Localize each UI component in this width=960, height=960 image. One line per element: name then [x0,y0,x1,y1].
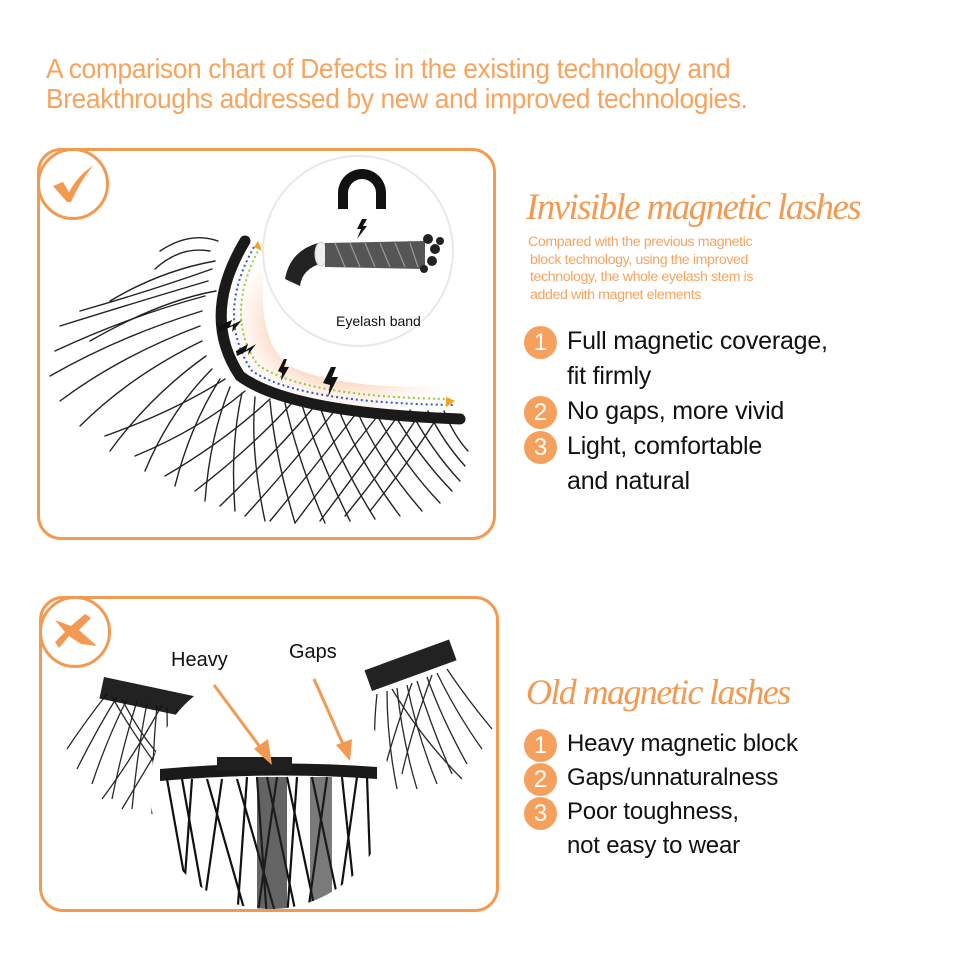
title-line-2: Breakthroughs addressed by new and impro… [46,83,748,114]
feature-text: Light, comfortable [567,432,763,460]
feature-item-1: 1 Full magnetic coverage, fit firmly [524,324,828,394]
feature-text: and natural [567,467,690,495]
description-line: block technology, using the improved [530,251,748,268]
defect-text: Gaps/unnaturalness [567,764,779,791]
feature-item-2: 2 No gaps, more vivid [524,394,828,429]
new-lashes-heading: Invisible magnetic lashes [526,187,862,228]
feature-text: No gaps, more vivid [567,397,785,425]
number-badge: 2 [524,396,557,429]
feature-text: Full magnetic coverage, [567,327,828,355]
number-badge: 1 [524,729,557,762]
defect-item-3: 3 Poor toughness, not easy to wear [524,795,798,863]
checkmark-badge [37,148,109,220]
defect-text: Poor toughness, [567,798,739,825]
heavy-callout-label: Heavy [171,649,228,671]
page-title: A comparison chart of Defects in the exi… [46,54,872,114]
checkmark-icon [53,166,93,202]
description-line: technology, the whole eyelash stem is [530,269,754,285]
old-magnetic-eyelash-illustration [66,639,493,909]
old-lashes-heading: Old magnetic lashes [526,672,791,712]
description-line: added with magnet elements [530,286,701,303]
number-badge: 2 [524,763,557,796]
number-badge: 3 [524,431,557,464]
defect-item-1: 1 Heavy magnetic block [524,727,798,762]
description-line: Compared with the previous magnetic [528,234,753,250]
old-lashes-illustration-panel: Heavy Gaps [39,596,499,912]
number-badge: 3 [524,797,557,830]
gaps-callout-label: Gaps [289,641,337,663]
defect-text: Heavy magnetic block [567,730,798,757]
defect-item-2: 2 Gaps/unnaturalness [524,761,798,796]
magnetic-eyelash-illustration [49,155,469,524]
new-lashes-feature-list: 1 Full magnetic coverage, fit firmly 2 N… [524,324,828,499]
feature-item-3: 3 Light, comfortable and natural [524,429,828,499]
old-lashes-defect-list: 1 Heavy magnetic block 2 Gaps/unnaturaln… [524,727,798,863]
feature-text: fit firmly [567,362,652,390]
x-mark-icon [55,614,97,648]
number-badge: 1 [524,326,557,359]
new-lashes-description: Compared with the previous magnetic bloc… [528,234,828,304]
eyelash-band-label: Eyelash band [336,313,421,329]
title-line-1: A comparison chart of Defects in the exi… [46,53,731,84]
new-lashes-illustration-panel: Eyelash band [37,148,496,540]
defect-text: not easy to wear [567,832,740,859]
x-mark-badge [39,596,111,668]
